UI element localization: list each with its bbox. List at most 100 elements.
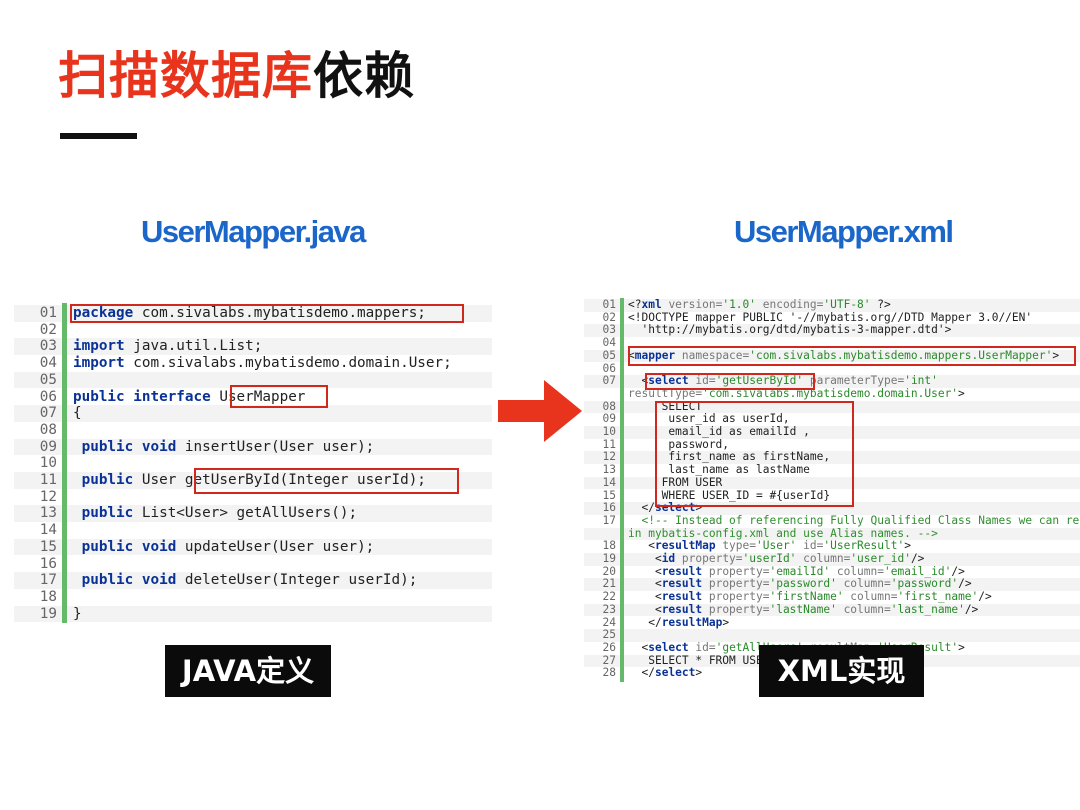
- code-token: <: [628, 640, 649, 654]
- code-text: </resultMap>: [628, 616, 729, 630]
- code-token: >: [695, 501, 703, 515]
- code-line: in mybatis-config.xml and use Alias name…: [584, 527, 1080, 541]
- line-number: 17: [39, 572, 57, 589]
- java-gutter-bar: [62, 303, 67, 623]
- title-black-part: 依赖: [313, 47, 415, 105]
- line-number: 24: [602, 615, 616, 629]
- line-number: 07: [39, 405, 57, 422]
- code-line: 12 first_name as firstName,: [584, 451, 1080, 465]
- code-text: <id property='userId' column='user_id'/>: [628, 552, 924, 566]
- code-text: {: [73, 405, 82, 422]
- code-token: last_name as lastName: [628, 463, 810, 477]
- code-text: package com.sivalabs.mybatisdemo.mappers…: [73, 305, 426, 322]
- code-line: 25: [584, 628, 1080, 642]
- code-token: property=: [702, 590, 770, 604]
- code-text: password,: [628, 438, 729, 452]
- line-number: 07: [602, 374, 616, 388]
- code-text: import com.sivalabs.mybatisdemo.domain.U…: [73, 355, 452, 372]
- line-number: 09: [39, 438, 57, 455]
- code-line: 08 SELECT: [584, 400, 1080, 414]
- line-number: 11: [602, 437, 616, 451]
- code-line: 04: [584, 336, 1080, 350]
- code-token: [73, 439, 82, 455]
- code-token: <?: [628, 298, 642, 311]
- code-token: column=: [836, 577, 891, 591]
- code-token: id=: [688, 374, 716, 388]
- code-line: resultType='com.sivalabs.mybatisdemo.dom…: [584, 386, 1080, 401]
- title-red-part: 扫描数据库: [58, 47, 313, 105]
- code-token: />: [958, 577, 972, 591]
- code-token: result: [661, 602, 703, 616]
- code-line: 13 last_name as lastName: [584, 463, 1080, 477]
- code-token: [628, 514, 641, 527]
- line-number: 02: [602, 310, 616, 324]
- code-token: <: [628, 590, 662, 604]
- code-token: >: [695, 666, 703, 680]
- line-number: 09: [602, 412, 616, 426]
- code-line: 17 public void deleteUser(Integer userId…: [14, 572, 492, 589]
- code-token: id: [661, 552, 676, 565]
- code-line: 14: [14, 522, 492, 539]
- code-line: 24 </resultMap>: [584, 615, 1080, 630]
- code-text: public void insertUser(User user);: [73, 438, 375, 456]
- highlight-sql-body: [655, 401, 854, 507]
- code-token: <: [628, 577, 662, 591]
- code-text: last_name as lastName: [628, 463, 810, 477]
- code-text: <select id='getUserById' parameterType='…: [628, 374, 938, 388]
- xml-file-label: UserMapper.xml: [734, 214, 954, 249]
- code-token: 'http://mybatis.org/dtd/mybatis-3-mapper…: [628, 323, 952, 337]
- xml-caption: XML实现: [759, 645, 924, 697]
- line-number: 28: [602, 666, 616, 680]
- code-line: 11 password,: [584, 437, 1080, 452]
- code-token: void: [141, 438, 177, 455]
- line-number: 21: [602, 577, 616, 591]
- line-number: 06: [602, 361, 616, 375]
- highlight-getuserbyid: [194, 468, 459, 494]
- code-token: column=: [830, 564, 884, 578]
- line-number: 15: [39, 538, 57, 555]
- code-token: <: [628, 552, 662, 565]
- code-token: select: [654, 666, 696, 680]
- code-line: 13 public List<User> getAllUsers();: [14, 505, 492, 523]
- code-text: </select>: [628, 666, 703, 680]
- code-text: first_name as firstName,: [628, 451, 830, 464]
- code-token: <!DOCTYPE mapper PUBLIC '-//mybatis.org/…: [628, 310, 1033, 324]
- code-token: <: [628, 602, 662, 616]
- line-number: 25: [602, 628, 616, 642]
- line-number: 14: [39, 522, 57, 539]
- highlight-select-id: [645, 373, 815, 390]
- code-token: 'email_id': [883, 564, 952, 578]
- code-line: 18: [14, 589, 492, 606]
- code-line: 23 <result property='lastName' column='l…: [584, 602, 1080, 617]
- code-text: <!DOCTYPE mapper PUBLIC '-//mybatis.org/…: [628, 310, 1033, 325]
- code-token: 'userId': [742, 552, 797, 565]
- line-number: 13: [602, 463, 616, 477]
- line-number: 17: [602, 513, 616, 527]
- code-token: 'com.sivalabs.mybatisdemo.domain.User': [702, 386, 959, 400]
- line-number: 19: [602, 552, 616, 565]
- code-line: 28 </select>: [584, 666, 1080, 680]
- line-number: 08: [39, 421, 57, 438]
- code-token: 'password': [769, 577, 837, 591]
- code-line: 18 <resultMap type='User' id='UserResult…: [584, 539, 1080, 553]
- code-text: import java.util.List;: [73, 338, 262, 355]
- line-number: 05: [39, 371, 57, 388]
- code-token: List<User> getAllUsers();: [133, 505, 358, 522]
- code-token: 'int': [904, 374, 938, 388]
- code-token: com.sivalabs.mybatisdemo.domain.User;: [124, 355, 452, 372]
- code-token: column=: [836, 602, 891, 616]
- code-token: column=: [843, 590, 898, 604]
- code-token: resultType=: [628, 386, 703, 400]
- code-token: namespace=: [675, 348, 750, 362]
- code-token: public: [81, 505, 134, 522]
- code-token: }: [73, 605, 82, 622]
- line-number: 16: [39, 555, 57, 572]
- highlight-interface-name: [230, 385, 328, 408]
- code-token: 'com.sivalabs.mybatisdemo.mappers.UserMa…: [749, 348, 1053, 362]
- code-text: <mapper namespace='com.sivalabs.mybatisd…: [628, 348, 1059, 363]
- line-number: 01: [602, 298, 616, 311]
- code-token: public: [73, 388, 125, 405]
- line-number: 22: [602, 590, 616, 604]
- code-text: <result property='password' column='pass…: [628, 578, 972, 591]
- code-token: version=: [661, 298, 723, 311]
